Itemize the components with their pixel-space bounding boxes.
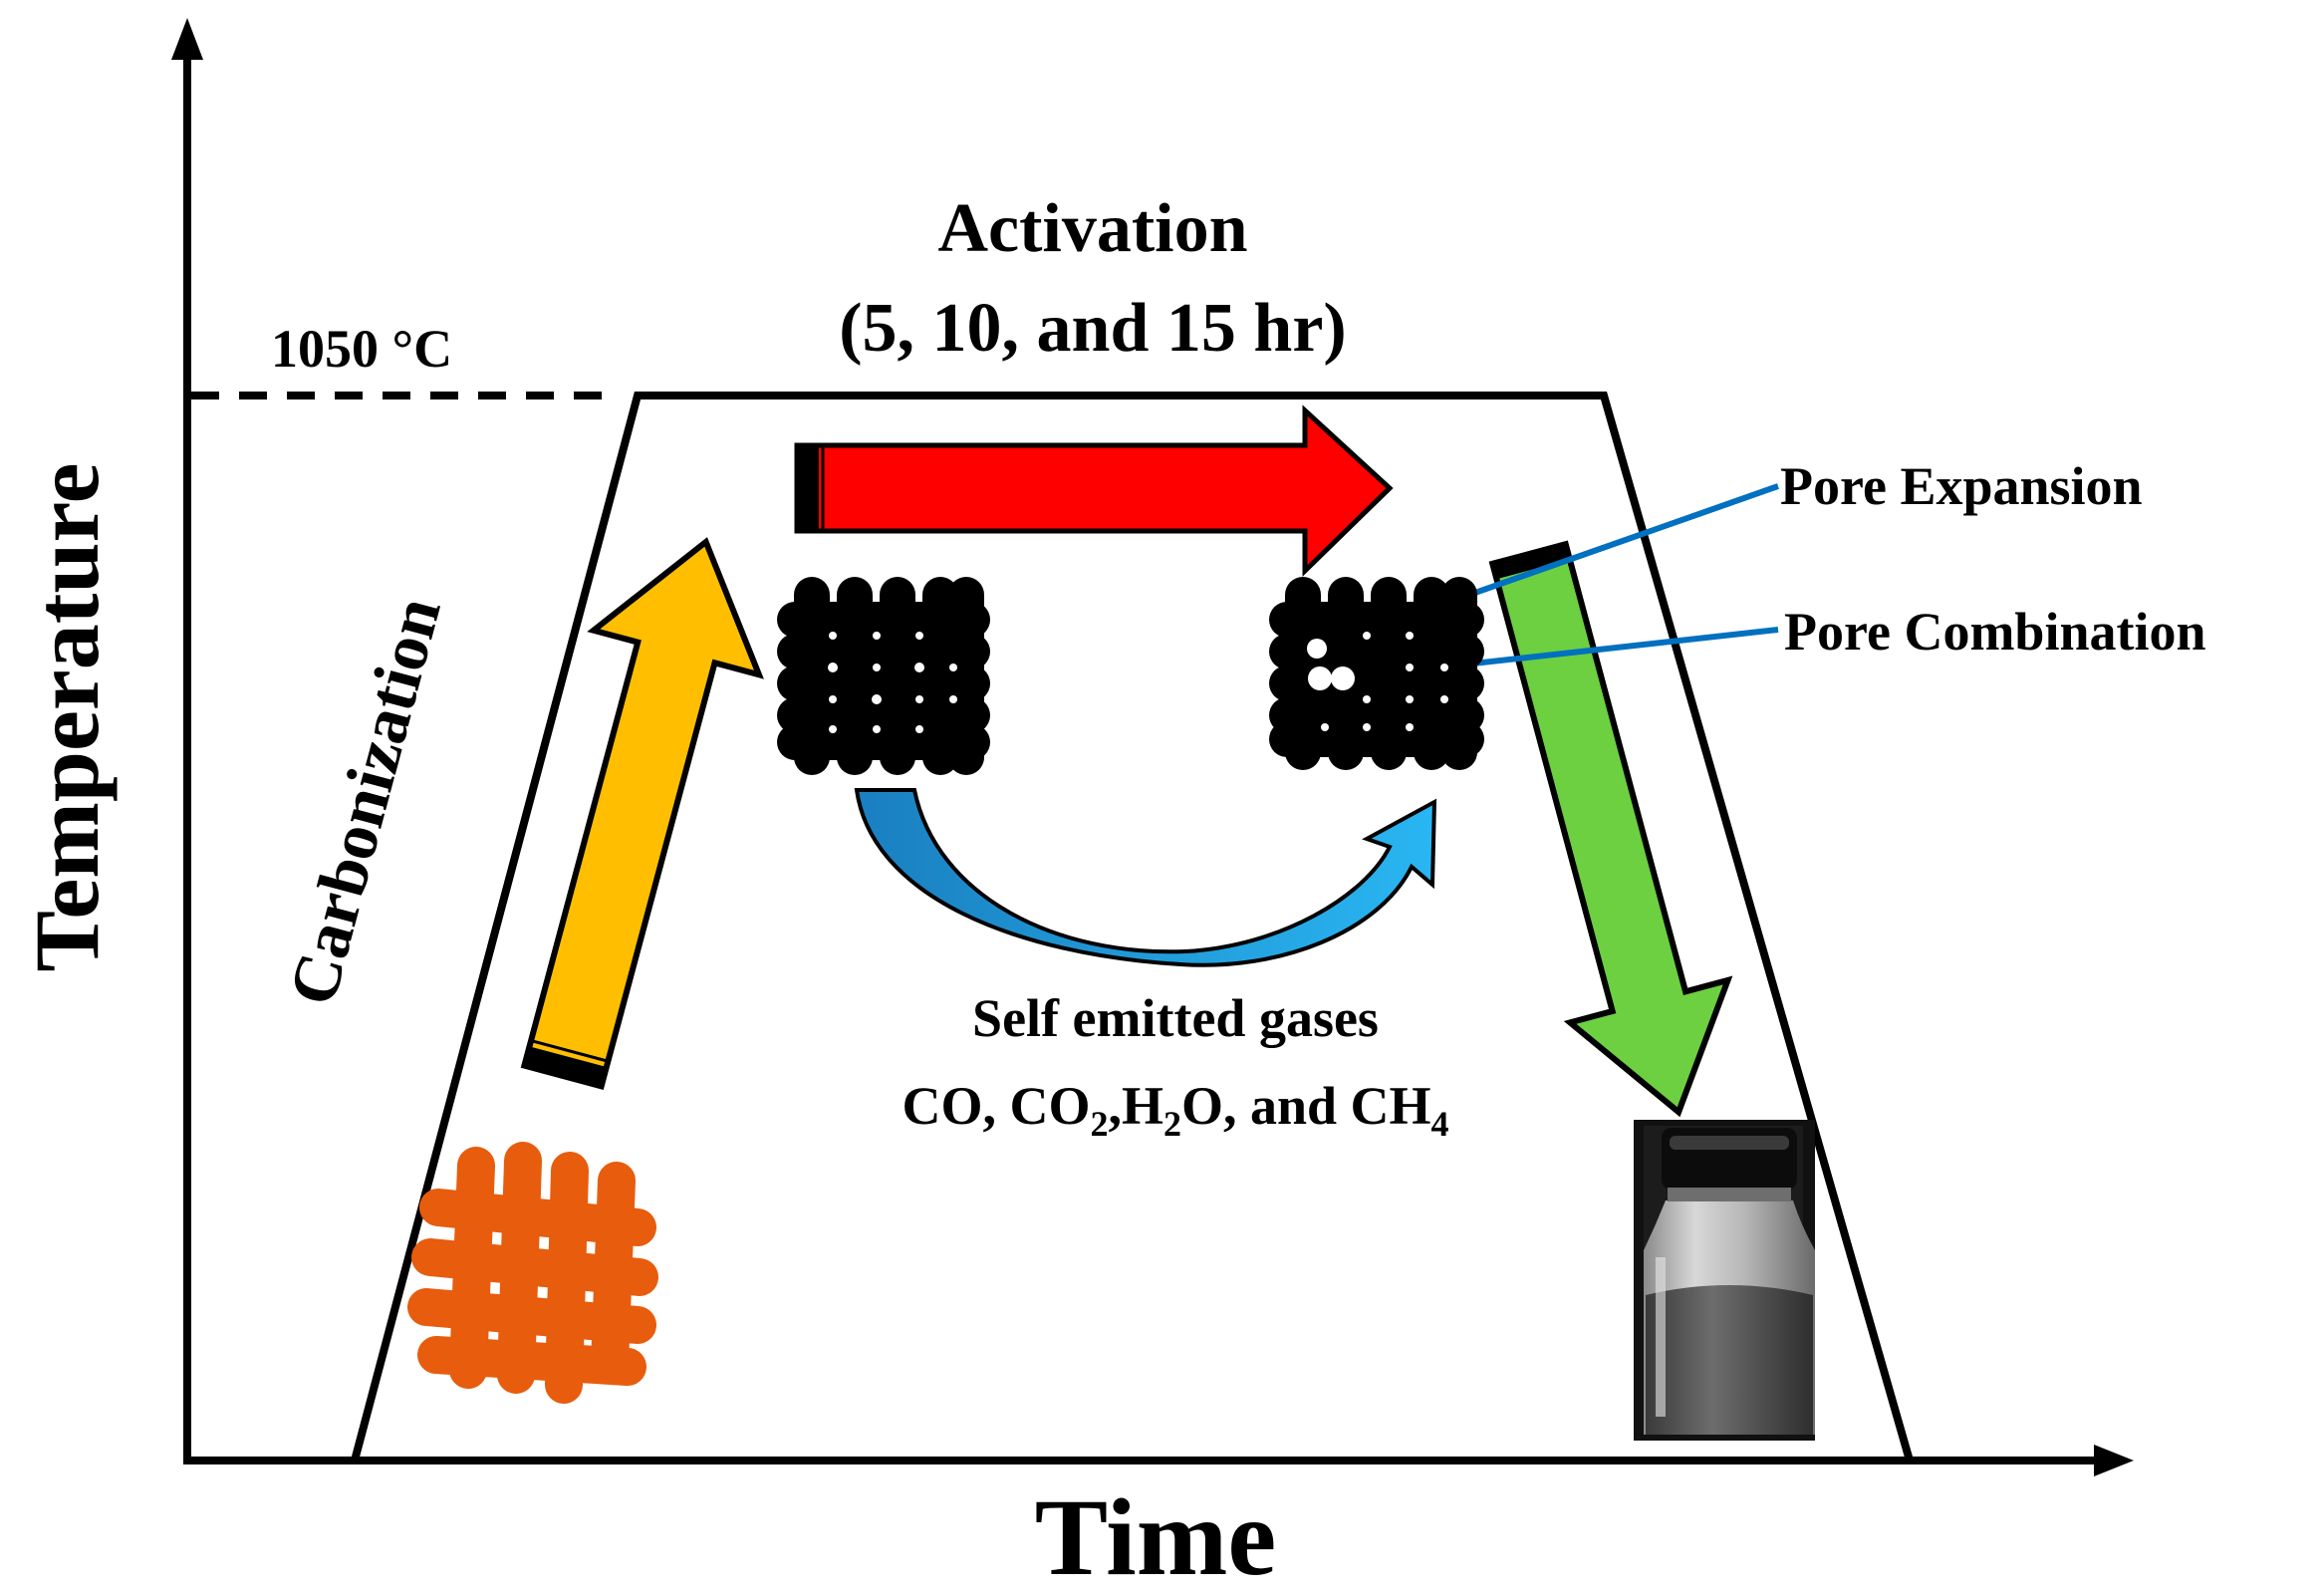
gas-sub-3: 4 <box>1431 1104 1449 1144</box>
activation-duration: (5, 10, and 15 hr) <box>839 290 1346 367</box>
carbonization-arrow <box>520 537 764 1091</box>
activation-arrow <box>794 404 1394 577</box>
axes <box>171 18 2134 1476</box>
combined-pore-b <box>1331 666 1355 690</box>
gas-text-3: O, and CH <box>1181 1076 1431 1136</box>
expanded-pore <box>1307 639 1327 659</box>
pore-combination-label: Pore Combination <box>1784 602 2206 662</box>
y-axis-label: Temperature <box>16 462 118 971</box>
pore-expansion-label: Pore Expansion <box>1780 456 2143 516</box>
cooling-arrow <box>1488 540 1733 1118</box>
temperature-label: 1050 °C <box>271 319 452 379</box>
precursor-weave <box>407 1142 658 1404</box>
product-jar-photo <box>1634 1120 1815 1441</box>
gases-title: Self emitted gases <box>972 988 1379 1048</box>
activation-title: Activation <box>937 190 1247 267</box>
gas-circulation-arrow <box>854 788 1437 967</box>
x-axis-label: Time <box>1035 1476 1276 1594</box>
gas-text-2: ,H <box>1108 1076 1163 1136</box>
gas-sub-1: 2 <box>1090 1104 1108 1144</box>
gases-formula-line: CO, CO2,H2O, and CH4 <box>902 1076 1448 1144</box>
temperature-profile-line <box>351 392 1914 1462</box>
gas-text-1: CO, CO <box>902 1076 1090 1136</box>
carbon-block-activated <box>1269 577 1484 770</box>
carbon-block-initial <box>777 577 990 775</box>
y-axis-arrowhead <box>171 18 203 60</box>
combined-pore-a <box>1308 666 1332 690</box>
gas-sub-2: 2 <box>1163 1104 1181 1144</box>
x-axis-arrowhead <box>2094 1445 2134 1476</box>
carbonization-label: Carbonization <box>274 590 455 1013</box>
